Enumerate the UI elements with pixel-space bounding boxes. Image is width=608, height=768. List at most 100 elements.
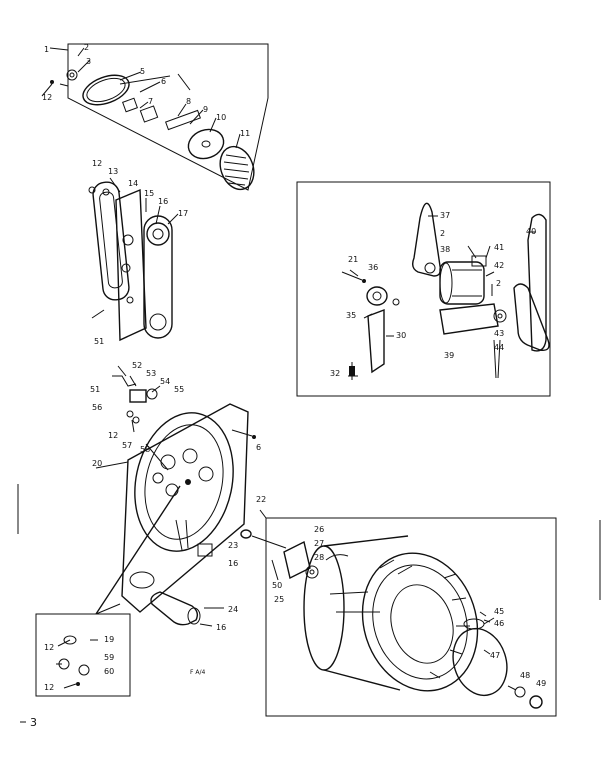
- part-label: 8: [186, 97, 191, 106]
- part-label: 12: [44, 643, 54, 652]
- part-label: 44: [494, 343, 504, 352]
- motor-mount: [439, 303, 499, 335]
- part-label: 43: [494, 329, 504, 338]
- part-label: 42: [494, 261, 504, 270]
- heater-group: [150, 591, 224, 627]
- bulkhead-ring: [134, 412, 234, 552]
- part-label: 7: [148, 97, 153, 106]
- part-label: 53: [146, 369, 156, 378]
- part-label: 39: [444, 351, 454, 360]
- part-label: 13: [108, 167, 118, 176]
- part-label: 32: [330, 369, 340, 378]
- part-label: 6: [161, 77, 166, 86]
- part-label: 10: [216, 113, 226, 122]
- thermostat: [129, 389, 147, 403]
- part-label: 51: [90, 385, 100, 394]
- part-label: 11: [240, 129, 250, 138]
- fastener-inset-group: [35, 613, 131, 697]
- part-label: 24: [228, 605, 238, 614]
- part-label: 21: [348, 255, 358, 264]
- roller-part: [240, 529, 252, 539]
- part-label: 54: [160, 377, 170, 386]
- part-label: 48: [520, 671, 530, 680]
- part-label: 37: [440, 211, 450, 220]
- part-label: 58: [140, 445, 150, 454]
- part-label: 26: [314, 525, 324, 534]
- part-label: 12: [92, 159, 102, 168]
- part-label: 5: [140, 67, 145, 76]
- part-label: 22: [256, 495, 266, 504]
- impeller-disc: [187, 128, 225, 160]
- drum-roller: [514, 686, 526, 698]
- part-label: 59: [104, 653, 114, 662]
- part-label: 1: [44, 45, 49, 54]
- part-label: 6: [256, 443, 261, 452]
- part-label: 16: [216, 623, 226, 632]
- part-label: 30: [396, 331, 406, 340]
- part-label: 51: [94, 337, 104, 346]
- drum-group: [240, 509, 557, 717]
- part-label: 16: [158, 197, 168, 206]
- motor-belt-b: [513, 283, 550, 351]
- part-label: 2: [440, 229, 445, 238]
- part-label: 27: [314, 539, 324, 548]
- bearing-part: [122, 97, 138, 113]
- part-label: 50: [272, 581, 282, 590]
- drum-frame: [265, 517, 557, 717]
- part-label: 15: [144, 189, 154, 198]
- idler-arm: [143, 215, 173, 339]
- bulkhead-group: [38, 365, 256, 615]
- part-label: 12: [108, 431, 118, 440]
- part-label: 36: [368, 263, 378, 272]
- heater-element: [150, 591, 199, 626]
- drum-seal: [452, 627, 508, 697]
- motor-inset-group: [296, 181, 551, 397]
- part-label: 47: [490, 651, 500, 660]
- part-label: 3: [86, 57, 91, 66]
- switch-bracket: [367, 308, 385, 374]
- part-label: 55: [174, 385, 184, 394]
- part-label: 12: [42, 93, 52, 102]
- part-label: 40: [526, 227, 536, 236]
- part-label: 57: [122, 441, 132, 450]
- motor-pulley: [366, 286, 388, 306]
- nut-part: [66, 69, 78, 81]
- part-label: 23: [228, 541, 238, 550]
- part-label: 60: [104, 667, 114, 676]
- part-label: 46: [494, 619, 504, 628]
- part-label: 17: [178, 209, 188, 218]
- motor-inset-frame: [296, 181, 551, 397]
- drive-belt: [92, 181, 130, 301]
- part-label: 16: [228, 559, 238, 568]
- idler-bracket-group: [88, 177, 179, 342]
- part-label: 2: [496, 279, 501, 288]
- fastener-inset-frame: [35, 613, 131, 697]
- rear-bulkhead: [121, 403, 249, 613]
- part-label: 19: [104, 635, 114, 644]
- blower-wheel: [219, 145, 255, 191]
- roller-cap: [529, 695, 543, 709]
- part-label: 14: [128, 179, 138, 188]
- part-label: 38: [440, 245, 450, 254]
- pulley-assembly-group: [41, 43, 269, 191]
- part-label: 56: [92, 403, 102, 412]
- pulley-assembly-frame: [67, 43, 269, 191]
- part-label: 28: [314, 553, 324, 562]
- part-label: 49: [536, 679, 546, 688]
- inset-tag: F A/4: [190, 669, 205, 676]
- part-label: 41: [494, 243, 504, 252]
- part-label: 25: [274, 595, 284, 604]
- part-label: 2: [84, 43, 89, 52]
- part-number-labels: 1 2 3 5 6 7 8 9 10 11 12 12 13 14 15 16 …: [30, 43, 546, 729]
- part-label: 20: [92, 459, 102, 468]
- dryer-drum: [303, 535, 479, 692]
- part-label: 52: [132, 361, 142, 370]
- idler-pulley: [146, 222, 170, 246]
- motor-belt-a: [411, 202, 442, 277]
- pulley-disc: [82, 74, 130, 106]
- part-label: 12: [44, 683, 54, 692]
- motor-belt-c: [527, 213, 547, 352]
- bracket-plate: [115, 188, 147, 342]
- part-label: 9: [203, 105, 208, 114]
